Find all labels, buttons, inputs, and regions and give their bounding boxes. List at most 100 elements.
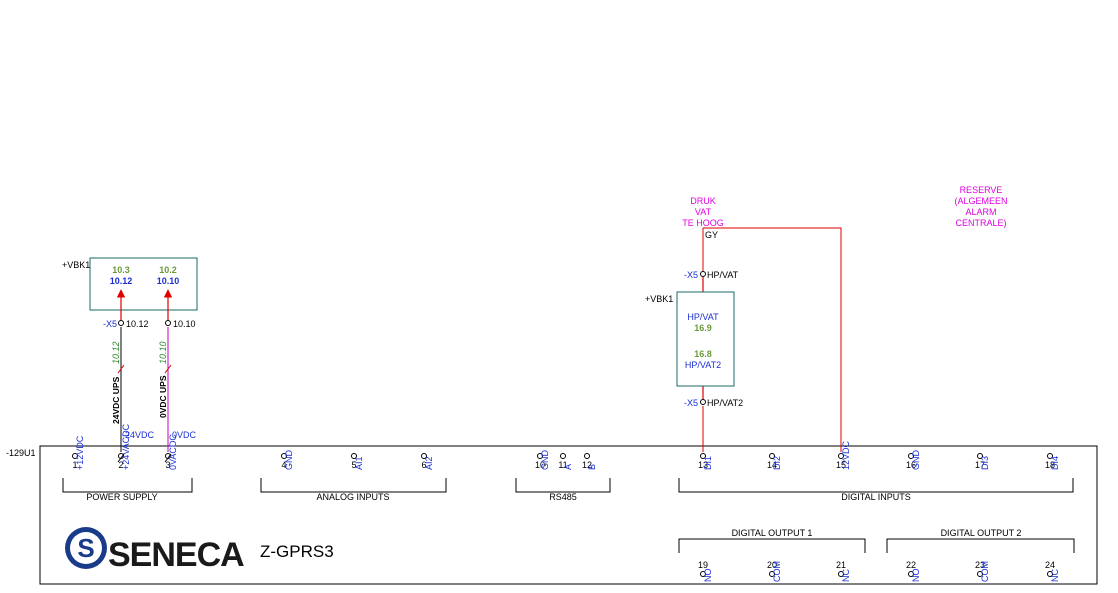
supply-term-2: 10.10	[173, 319, 196, 329]
terminal-11: 11A	[558, 453, 573, 470]
signal-24vdc: 24VDC	[125, 430, 155, 440]
terminal-screw	[421, 453, 427, 459]
terminal-name: DI3	[980, 456, 990, 470]
terminal-number: 22	[906, 560, 916, 570]
supply-term-1: 10.12	[126, 319, 149, 329]
terminal-number: 20	[767, 560, 777, 570]
group-label-analog-inputs: ANALOG INPUTS	[316, 492, 389, 502]
terminal-number: 13	[698, 460, 708, 470]
terminal-screw	[908, 453, 914, 459]
terminal-name: GND	[540, 450, 550, 471]
terminal-number: 19	[698, 560, 708, 570]
group-label-rs485: RS485	[549, 492, 577, 502]
supply-pin-1: 10.12	[110, 276, 133, 286]
terminal-number: 12	[582, 460, 592, 470]
cable-ref-1012: 10.12	[111, 341, 121, 364]
terminal-number: 5	[351, 460, 356, 470]
terminal-number: 15	[836, 460, 846, 470]
supply-box-tag: +VBK1	[62, 260, 90, 270]
wire-color-gy: GY	[705, 230, 718, 240]
supply-strip-label: -X5	[103, 319, 117, 329]
terminal-name: A	[563, 464, 573, 470]
terminal-screw	[700, 571, 706, 577]
terminal-name: GND	[911, 450, 921, 471]
module-tag: -129U1	[6, 448, 36, 458]
alarm-strip-label-bottom: -X5	[684, 398, 698, 408]
module-model: Z-GPRS3	[260, 542, 334, 561]
terminal-name: +12VDC	[75, 435, 85, 470]
signal-0vdc: 0VDC	[172, 430, 197, 440]
terminal-number: 21	[836, 560, 846, 570]
terminal-screw	[584, 453, 590, 459]
supply-ref-1: 10.3	[112, 265, 130, 275]
terminal-name: DI2	[772, 456, 782, 470]
supply-ref-2: 10.2	[159, 265, 177, 275]
group-brackets	[62, 478, 1075, 553]
terminal-name: AI2	[424, 456, 434, 470]
supply-pin-2: 10.10	[157, 276, 180, 286]
terminal-name: 12VDC	[841, 440, 851, 470]
terminal-x5-hpvat	[700, 271, 706, 277]
terminal-screw	[281, 453, 287, 459]
alarm-term-top: HP/VAT	[707, 270, 739, 280]
terminal-number: 2	[118, 460, 123, 470]
wire-0vdc	[163, 289, 173, 463]
group-label-digital-output-1: DIGITAL OUTPUT 1	[732, 528, 813, 538]
svg-text:S: S	[77, 533, 94, 563]
terminal-x5-hpvat2	[700, 399, 706, 405]
alarm-box-tag: +VBK1	[645, 294, 673, 304]
terminal-name: COM	[980, 561, 990, 582]
terminal-name: NC	[841, 569, 851, 582]
wire-24vdc	[116, 289, 126, 463]
terminal-screw	[351, 453, 357, 459]
terminal-number: 10	[535, 460, 545, 470]
terminal-name: +24VACDC	[121, 423, 131, 470]
terminal-number: 24	[1045, 560, 1055, 570]
group-label-digital-output-2: DIGITAL OUTPUT 2	[941, 528, 1022, 538]
group-label-digital-inputs: DIGITAL INPUTS	[841, 492, 911, 502]
cable-label-0vdc-ups: 0VDC UPS	[158, 375, 168, 418]
terminal-number: 4	[281, 460, 286, 470]
terminal-12: 12B	[582, 453, 597, 470]
terminal-screw	[537, 453, 543, 459]
terminal-screw	[700, 453, 706, 459]
seneca-logo: S SENECA	[65, 527, 245, 574]
terminal-name: DI4	[1050, 456, 1060, 470]
terminal-number: 3	[165, 460, 170, 470]
alarm-pin-bottom: HP/VAT2	[685, 360, 721, 370]
terminal-name: AI1	[354, 456, 364, 470]
alarm-box: +VBK1 HP/VAT 16.9 16.8 HP/VAT2	[645, 291, 735, 387]
alarm-strip-label-top: -X5	[684, 270, 698, 280]
svg-text:RESERVE: RESERVE	[960, 185, 1003, 195]
terminal-number: 23	[975, 560, 985, 570]
terminal-number: 16	[906, 460, 916, 470]
terminal-name: 0VACDC	[168, 434, 178, 470]
terminal-number: 6	[421, 460, 426, 470]
svg-text:DRUK: DRUK	[690, 196, 716, 206]
svg-text:TE HOOG: TE HOOG	[682, 218, 724, 228]
terminal-name: B	[587, 464, 597, 470]
terminal-number: 14	[767, 460, 777, 470]
supply-box: +VBK1 10.3 10.12 10.2 10.10	[62, 257, 198, 311]
alarm-ref-top: 16.9	[694, 323, 712, 333]
terminal-name: GND	[284, 450, 294, 471]
terminal-screw	[769, 571, 775, 577]
terminal-name: NC	[1050, 569, 1060, 582]
alarm-ref-bottom: 16.8	[694, 349, 712, 359]
svg-text:CENTRALE): CENTRALE)	[955, 218, 1006, 228]
druk-annotation: DRUK VAT TE HOOG	[682, 196, 724, 228]
terminal-screw	[908, 571, 914, 577]
brand-name: SENECA	[108, 536, 244, 574]
